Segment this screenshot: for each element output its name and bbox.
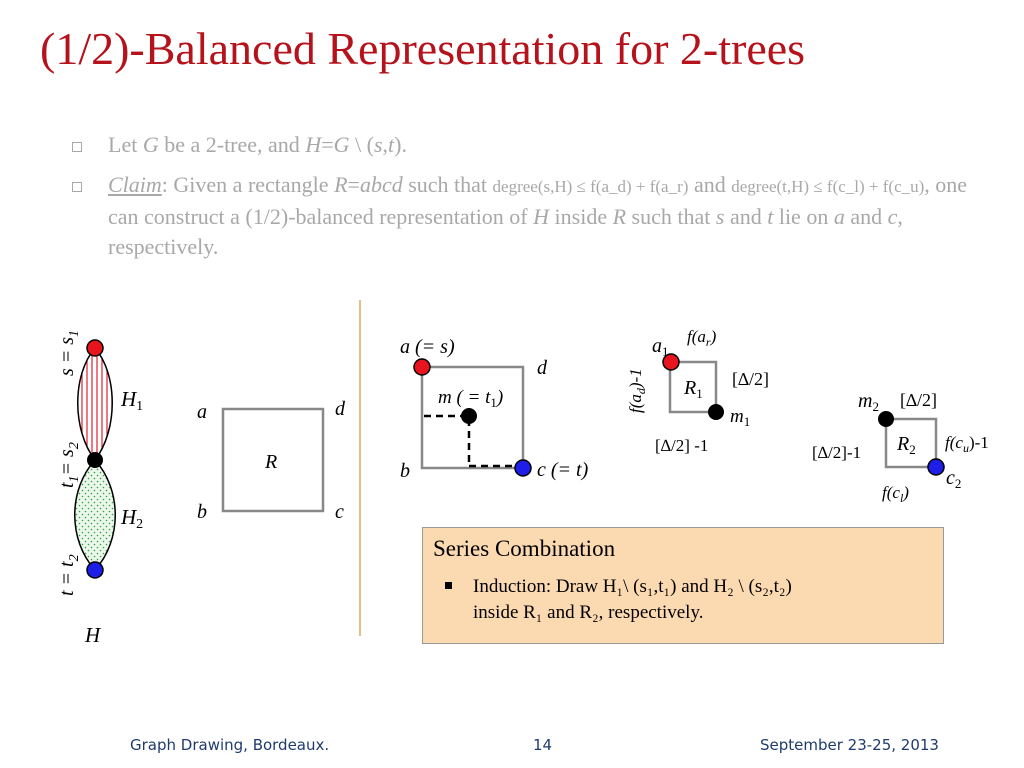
bullet-square-icon	[72, 142, 82, 152]
label-m2: m2	[858, 390, 879, 414]
bullet-item-2: Claim: Given a rectangle R=abcd such tha…	[70, 170, 970, 262]
series-combination-panel: Series Combination Induction: Draw H₁\ (…	[422, 527, 944, 644]
label-c2: c2	[946, 467, 961, 491]
rectangle-r1	[668, 360, 718, 414]
claim-label: Claim	[108, 172, 162, 197]
label-f-cl: f(cl)	[882, 483, 909, 505]
bullet-square-icon	[445, 582, 452, 589]
label-a1: a1	[652, 335, 669, 359]
series-split-figure: a (= s) d m ( = t1) b c (= t)	[400, 336, 589, 482]
label-a-eq-s: a (= s)	[400, 336, 455, 358]
vertex-t1	[87, 452, 103, 468]
label-f-ad: f(ad)-1	[626, 368, 648, 413]
rectangle-r-figure: a d b c R	[197, 398, 346, 523]
vertex-c2	[927, 458, 945, 476]
degree-condition-t: degree(t,H) ≤ f(c_l) + f(c_u)	[731, 177, 925, 196]
degree-condition-s: degree(s,H) ≤ f(a_d) + f(a_r)	[492, 177, 689, 196]
label-r1: R1	[683, 377, 703, 401]
footer-venue: Graph Drawing, Bordeaux.	[130, 736, 330, 754]
rectangle-r	[221, 407, 325, 513]
vertex-m1	[708, 404, 724, 420]
panel-line-2: inside R₁ and R₂, respectively.	[473, 602, 704, 623]
rectangle-r2	[884, 417, 938, 469]
corner-c: c	[335, 501, 344, 523]
bullet-list: Let G be a 2-tree, and H=G \ (s,t). Clai…	[70, 130, 970, 272]
label-half-delta-minus-r1: [∆/2] -1	[655, 436, 708, 455]
label-r2: R2	[896, 433, 916, 457]
label-d: d	[537, 357, 548, 379]
label-h1: H1	[120, 387, 143, 414]
bullet-item-1: Let G be a 2-tree, and H=G \ (s,t).	[70, 130, 970, 160]
label-m-eq-t1: m ( = t1)	[438, 387, 503, 410]
vertex-a-s	[413, 358, 431, 376]
label-c-eq-t: c (= t)	[537, 459, 589, 481]
label-h2: H2	[120, 505, 143, 532]
corner-d: d	[335, 398, 346, 420]
rectangle-abcd	[420, 365, 525, 470]
vertex-s	[86, 339, 104, 357]
bullet-square-icon	[72, 182, 82, 192]
panel-line-1: Induction: Draw H₁\ (s₁,t₁) and H₂ \ (s₂…	[473, 576, 792, 597]
label-m1: m1	[730, 406, 750, 429]
corner-b: b	[197, 501, 207, 523]
label-t-eq-t2: t = t2	[56, 554, 82, 596]
graph-h-figure: s = s1 t1= s2 t = t2 H1 H2 H	[56, 330, 143, 647]
panel-title: Series Combination	[433, 536, 616, 561]
vertex-m	[461, 408, 477, 424]
label-half-delta-minus-r2: [∆/2]-1	[812, 443, 861, 462]
label-half-delta-r2: [∆/2]	[900, 390, 937, 410]
dashed-split-r1	[424, 414, 471, 466]
label-s-eq-s1: s = s1	[56, 330, 82, 376]
rect-label-r: R	[264, 451, 277, 473]
r2-figure: m2 [∆/2] [∆/2]-1 R2 f(cu)-1 c2 f(cl)	[812, 390, 989, 505]
label-f-ar: f(ar)	[687, 327, 717, 349]
vertex-t	[86, 561, 104, 579]
label-t1-eq-s2: t1= s2	[56, 442, 82, 488]
label-b: b	[400, 460, 410, 482]
footer-page-number: 14	[533, 736, 553, 754]
r1-figure: a1 f(ar) f(ad)-1 R1 [∆/2] m1 [∆/2] -1	[626, 327, 769, 455]
slide-title: (1/2)-Balanced Representation for 2-tree…	[40, 23, 806, 74]
panel-bullet: Induction: Draw H₁\ (s₁,t₁) and H₂ \ (s₂…	[433, 574, 933, 626]
label-h: H	[84, 623, 102, 647]
label-f-cu: f(cu)-1	[945, 433, 989, 455]
footer-date: September 23-25, 2013	[760, 736, 939, 754]
label-half-delta-r1: [∆/2]	[732, 369, 769, 389]
vertex-m2	[878, 411, 894, 427]
subgraph-h1-shape	[77, 346, 113, 462]
vertex-a1	[662, 353, 680, 371]
vertex-c-t	[514, 459, 532, 477]
corner-a: a	[197, 401, 207, 423]
